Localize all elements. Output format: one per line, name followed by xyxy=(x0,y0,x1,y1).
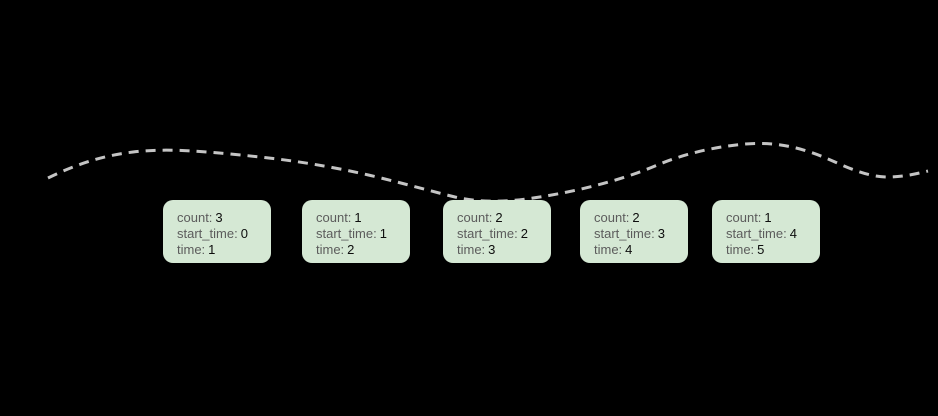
node-line-start-time: start_time:3 xyxy=(594,226,680,242)
node-line-count: count:2 xyxy=(594,210,680,226)
start-time-value: 2 xyxy=(520,226,528,241)
start-time-label: start_time: xyxy=(594,226,655,241)
event-node-3: count:2 start_time:2 time:3 xyxy=(443,200,551,263)
time-label: time: xyxy=(726,242,755,257)
start-time-label: start_time: xyxy=(726,226,787,241)
start-time-label: start_time: xyxy=(316,226,377,241)
start-time-label: start_time: xyxy=(177,226,238,241)
node-line-time: time:4 xyxy=(594,242,680,258)
time-label: time: xyxy=(316,242,345,257)
node-line-start-time: start_time:2 xyxy=(457,226,543,242)
node-line-count: count:2 xyxy=(457,210,543,226)
node-line-start-time: start_time:4 xyxy=(726,226,812,242)
time-label: time: xyxy=(177,242,206,257)
node-line-time: time:2 xyxy=(316,242,402,258)
count-label: count: xyxy=(594,210,630,225)
event-node-2: count:1 start_time:1 time:2 xyxy=(302,200,410,263)
start-time-value: 4 xyxy=(789,226,797,241)
start-time-value: 1 xyxy=(379,226,387,241)
node-line-start-time: start_time:1 xyxy=(316,226,402,242)
node-line-time: time:1 xyxy=(177,242,263,258)
count-value: 1 xyxy=(354,210,362,225)
node-line-time: time:5 xyxy=(726,242,812,258)
time-value: 3 xyxy=(488,242,496,257)
time-label: time: xyxy=(457,242,486,257)
start-time-value: 3 xyxy=(657,226,665,241)
time-value: 5 xyxy=(757,242,765,257)
start-time-label: start_time: xyxy=(457,226,518,241)
time-value: 2 xyxy=(347,242,355,257)
time-value: 1 xyxy=(208,242,216,257)
count-value: 1 xyxy=(764,210,772,225)
count-label: count: xyxy=(177,210,213,225)
count-label: count: xyxy=(726,210,762,225)
event-node-1: count:3 start_time:0 time:1 xyxy=(163,200,271,263)
count-value: 2 xyxy=(632,210,640,225)
time-label: time: xyxy=(594,242,623,257)
time-value: 4 xyxy=(625,242,633,257)
dashed-trend-curve xyxy=(47,141,929,203)
node-line-count: count:1 xyxy=(316,210,402,226)
node-line-start-time: start_time:0 xyxy=(177,226,263,242)
count-label: count: xyxy=(316,210,352,225)
node-line-count: count:1 xyxy=(726,210,812,226)
node-line-count: count:3 xyxy=(177,210,263,226)
node-line-time: time:3 xyxy=(457,242,543,258)
event-node-4: count:2 start_time:3 time:4 xyxy=(580,200,688,263)
start-time-value: 0 xyxy=(240,226,248,241)
count-value: 2 xyxy=(495,210,503,225)
count-value: 3 xyxy=(215,210,223,225)
event-node-5: count:1 start_time:4 time:5 xyxy=(712,200,820,263)
count-label: count: xyxy=(457,210,493,225)
